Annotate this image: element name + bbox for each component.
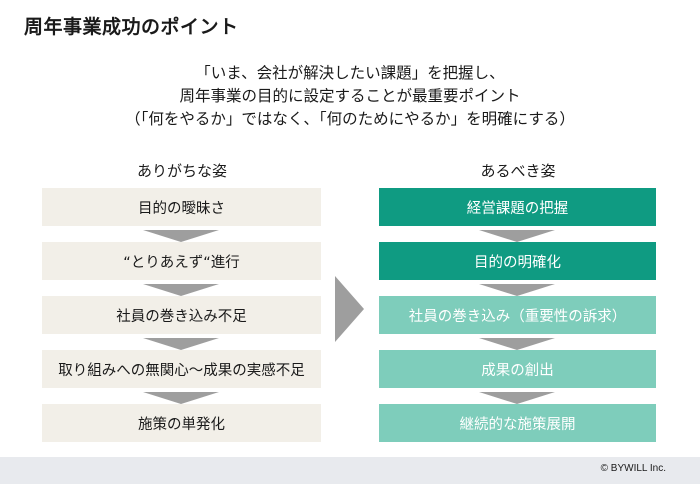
- transition-arrow-icon: [335, 276, 364, 342]
- left-step-3: 社員の巻き込み不足: [42, 296, 321, 334]
- left-column-heading: ありがちな姿: [136, 162, 227, 180]
- page-title: 周年事業成功のポイント: [24, 16, 239, 38]
- left-step-5: 施策の単発化: [42, 404, 321, 442]
- right-step-5: 継続的な施策展開: [379, 404, 656, 442]
- copyright-text: © BYWILL Inc.: [600, 463, 666, 474]
- down-arrow: [479, 284, 555, 296]
- down-arrow: [143, 284, 219, 296]
- right-column-heading: あるべき姿: [480, 162, 556, 180]
- left-step-4: 取り組みへの無関心～成果の実感不足: [42, 350, 321, 388]
- down-arrow: [479, 230, 555, 242]
- lead-line-1: 「いま、会社が解決したい課題」を把握し、: [195, 64, 505, 82]
- right-step-1: 経営課題の把握: [379, 188, 656, 226]
- right-step-3: 社員の巻き込み（重要性の訴求）: [379, 296, 656, 334]
- lead-text: 「いま、会社が解決したい課題」を把握し、 周年事業の目的に設定することが最重要ポ…: [0, 62, 700, 131]
- left-step-1: 目的の曖昧さ: [42, 188, 321, 226]
- footer-bar: © BYWILL Inc.: [0, 457, 700, 484]
- down-arrow: [479, 392, 555, 404]
- down-arrow: [479, 338, 555, 350]
- lead-line-2: 周年事業の目的に設定することが最重要ポイント: [179, 87, 521, 105]
- lead-line-3: （「何をやるか」ではなく、「何のためにやるか」を明確にする）: [125, 110, 575, 128]
- down-arrow: [143, 230, 219, 242]
- down-arrow: [143, 392, 219, 404]
- down-arrow: [143, 338, 219, 350]
- right-step-4: 成果の創出: [379, 350, 656, 388]
- left-step-2: “とりあえず“進行: [42, 242, 321, 280]
- right-step-2: 目的の明確化: [379, 242, 656, 280]
